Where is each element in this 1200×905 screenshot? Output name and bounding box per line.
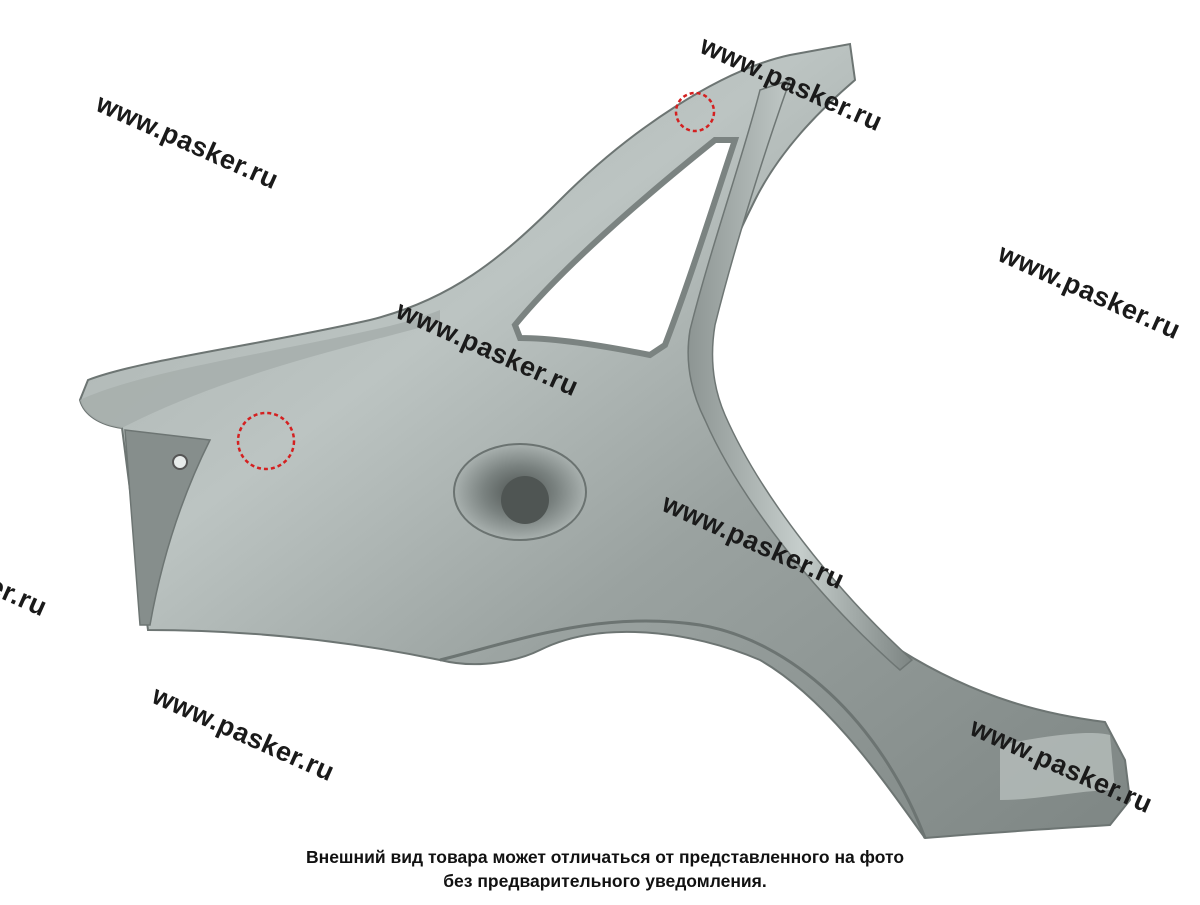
defect-marker-side xyxy=(236,411,296,471)
mounting-stud xyxy=(172,454,188,470)
defect-marker-roof xyxy=(674,91,716,133)
disclaimer-line-1: Внешний вид товара может отличаться от п… xyxy=(305,847,905,867)
disclaimer-caption: Внешний вид товара может отличаться от п… xyxy=(0,845,1200,893)
fuel-filler-neck xyxy=(501,476,549,524)
wheel-arch-lip xyxy=(439,619,927,839)
sill-strip xyxy=(1000,733,1115,800)
disclaimer-line-2: без предварительного уведомления. xyxy=(443,871,767,891)
trunk-ledge xyxy=(80,310,440,428)
tail-lamp-pocket xyxy=(124,429,212,626)
pillar-flange xyxy=(687,78,914,671)
quarter-window-opening xyxy=(511,137,740,359)
